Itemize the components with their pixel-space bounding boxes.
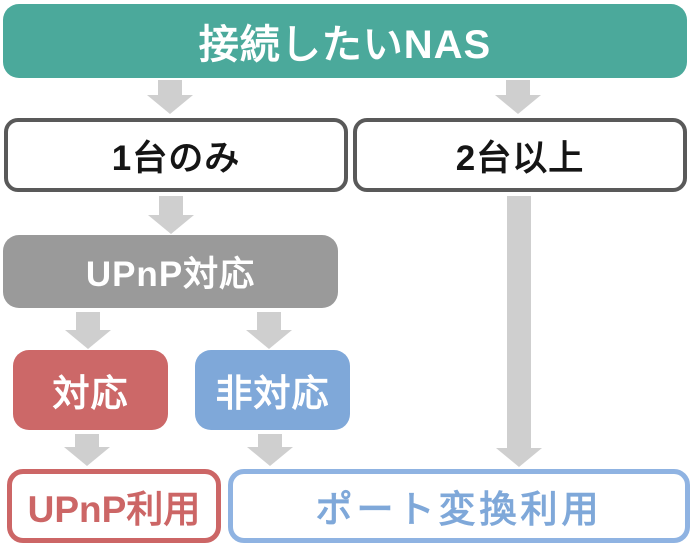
node-upnp-supported: 対応: [13, 350, 168, 430]
node-upnp-not-supported: 非対応: [195, 350, 350, 430]
arrow-two-or-more-to-port-mapping-icon: [496, 196, 542, 467]
arrow-not-supported-to-port-mapping-icon: [247, 434, 293, 466]
arrow-check-to-supported-icon: [65, 312, 111, 349]
arrow-check-to-not-supported-icon: [246, 312, 292, 349]
arrow-root-to-two-or-more-icon: [495, 80, 541, 114]
arrow-supported-to-upnp-use-icon: [64, 434, 110, 466]
node-outcome-port-mapping: ポート変換利用: [228, 469, 690, 543]
node-two-or-more: 2台以上: [353, 118, 687, 192]
node-outcome-upnp: UPnP利用: [7, 469, 221, 543]
node-one-unit: 1台のみ: [4, 118, 348, 192]
node-upnp-check: UPnP対応: [3, 235, 338, 308]
arrow-one-unit-to-upnp-check-icon: [148, 196, 194, 234]
arrow-root-to-one-unit-icon: [147, 80, 193, 114]
node-nas-root: 接続したいNAS: [3, 4, 687, 78]
